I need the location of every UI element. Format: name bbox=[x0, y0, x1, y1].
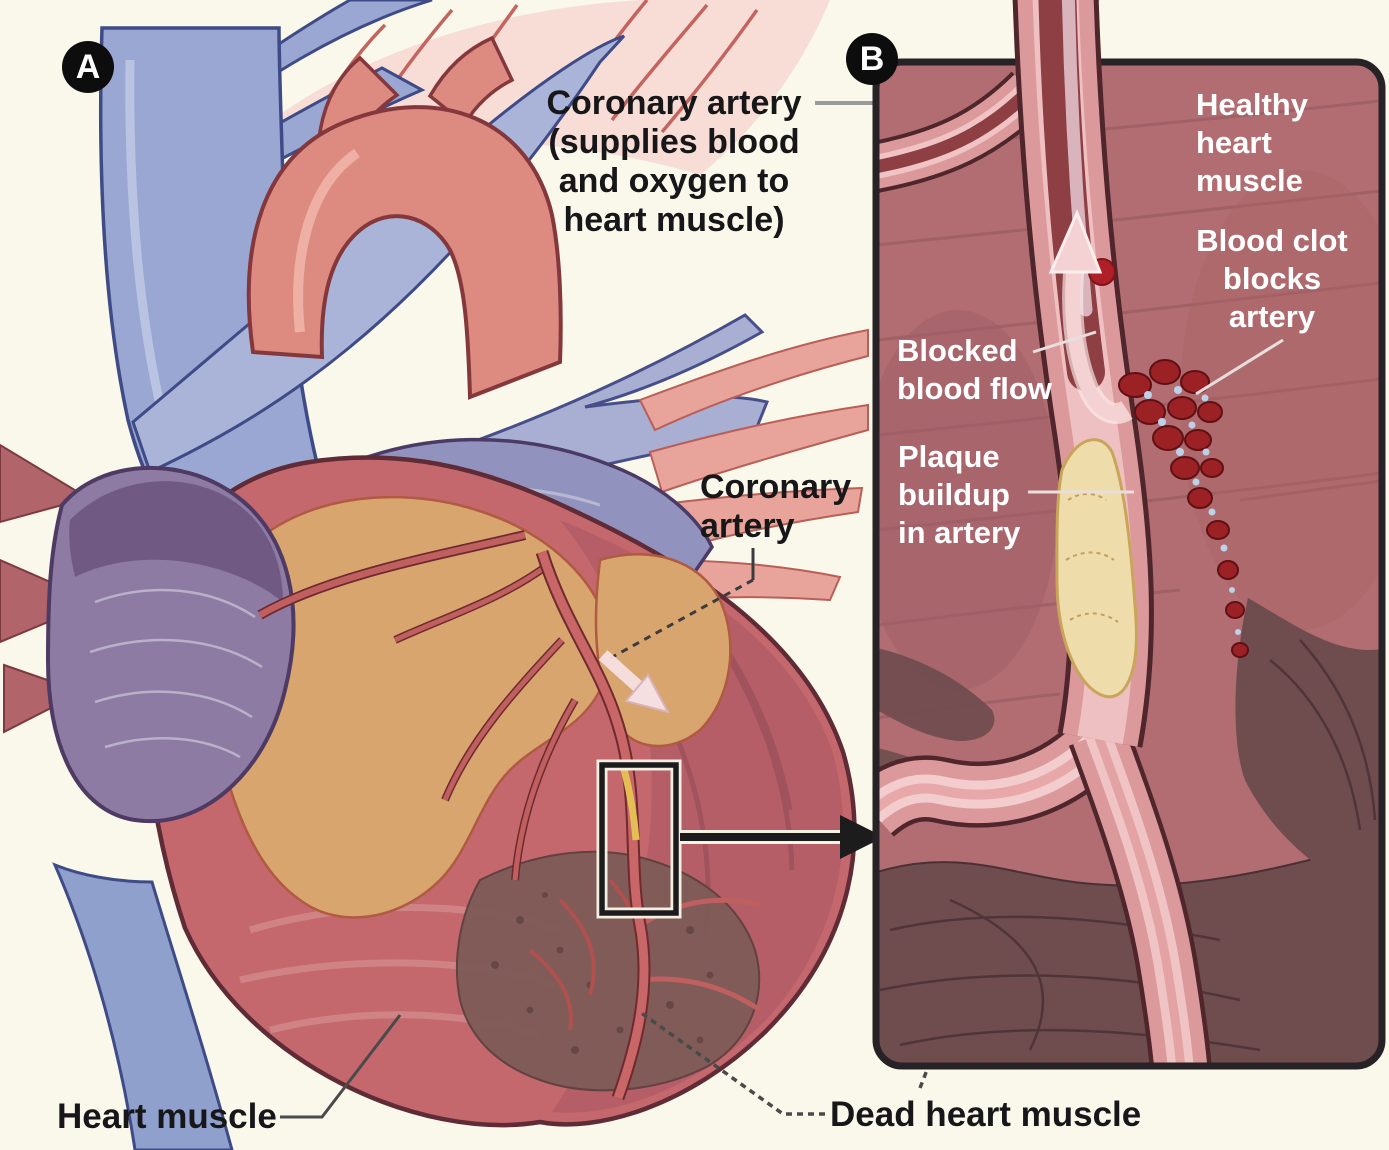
artery-main-upper bbox=[1012, 0, 1249, 748]
label-heart-muscle: Heart muscle bbox=[57, 1097, 277, 1136]
label-plaque-buildup-in-artery: Plaque buildup in artery bbox=[898, 439, 1021, 550]
aorta bbox=[246, 35, 563, 400]
zoom-arrow bbox=[680, 815, 884, 859]
dead-heart-muscle-leader-left bbox=[638, 1010, 825, 1116]
label-blood-clot-blocks-artery: Blood clot blocks artery bbox=[1196, 223, 1348, 334]
artery-branch-lower-left bbox=[876, 716, 1124, 838]
artery-branch-top-left bbox=[876, 71, 1049, 194]
coronary-arteries bbox=[257, 530, 762, 1101]
panel-b-artery-closeup bbox=[872, 0, 1386, 1070]
blood-clot bbox=[1118, 359, 1249, 658]
blocked-flow-arrow bbox=[1048, 209, 1133, 424]
artery-branch-lower-right bbox=[1068, 724, 1214, 1066]
panel-b-leaders bbox=[1028, 330, 1284, 494]
panel-a-badge: A bbox=[62, 41, 114, 93]
epicardial-fat bbox=[203, 495, 732, 919]
plaque bbox=[1055, 438, 1138, 699]
label-coronary-artery: Coronary artery bbox=[700, 468, 852, 545]
coronary-artery-leader bbox=[598, 548, 755, 714]
left-atrium bbox=[45, 465, 296, 824]
label-blocked-blood-flow: Blocked blood flow bbox=[897, 333, 1052, 406]
panel-a-heart-illustration bbox=[0, 0, 1048, 1150]
dead-heart-muscle-patch bbox=[455, 850, 761, 1092]
label-coronary-artery-full: Coronary artery (supplies blood and oxyg… bbox=[546, 84, 802, 239]
label-dead-heart-muscle: Dead heart muscle bbox=[830, 1095, 1142, 1134]
panel-b-letter: B bbox=[859, 39, 885, 78]
label-healthy-heart-muscle: Healthy heart muscle bbox=[1196, 87, 1308, 198]
blood-flow-arrow bbox=[624, 673, 670, 714]
panel-b-badge: B bbox=[846, 33, 898, 85]
heart-muscle-leader bbox=[280, 1014, 402, 1119]
zoom-box bbox=[596, 759, 682, 919]
panel-b-border bbox=[872, 58, 1386, 1070]
panel-a-letter: A bbox=[75, 47, 101, 86]
